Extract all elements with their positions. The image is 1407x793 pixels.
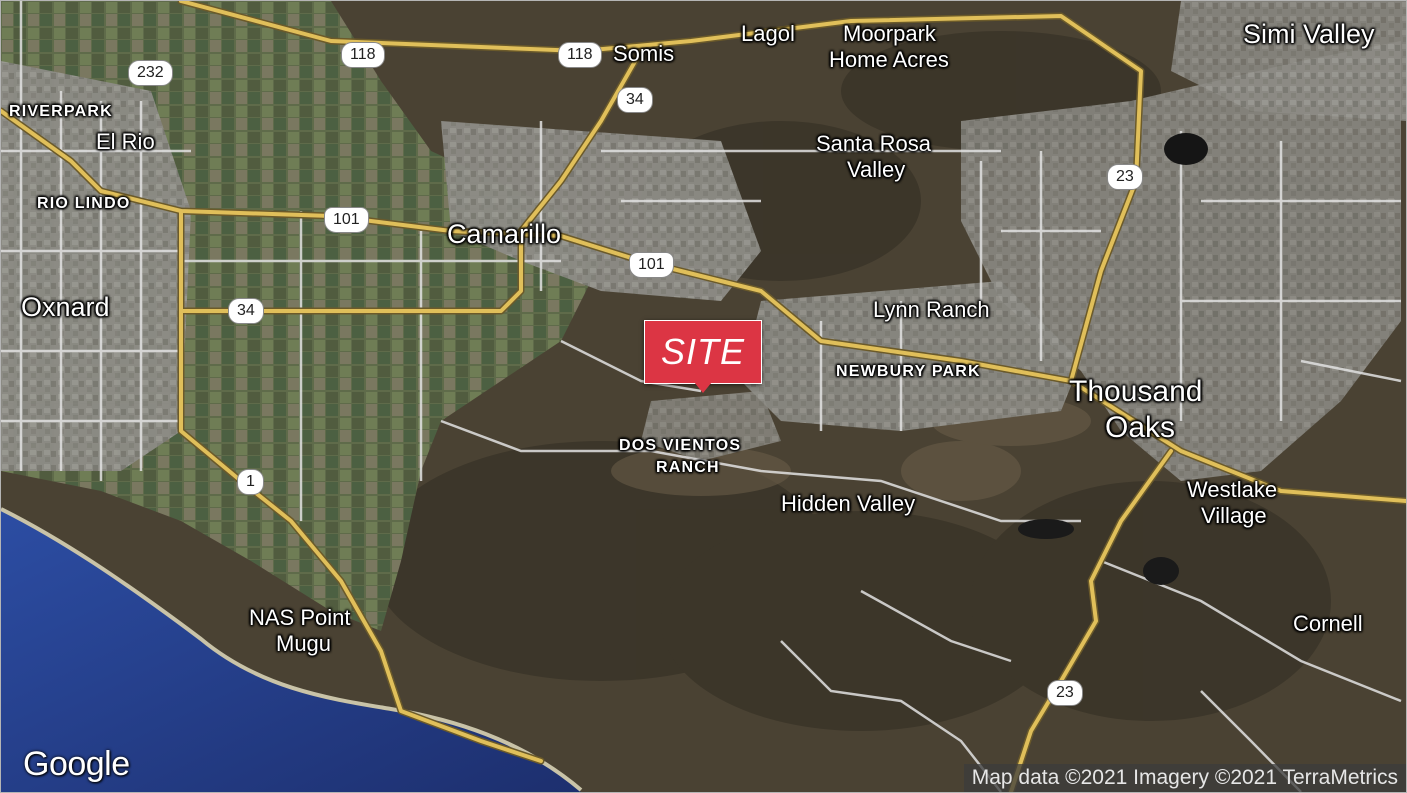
place-lynn-ranch: Lynn Ranch (873, 297, 990, 322)
place-westlake: Westlake (1187, 477, 1278, 502)
simi-urban (1171, 1, 1406, 121)
place-lagol: Lagol (741, 21, 795, 46)
google-logo[interactable]: Google (23, 745, 130, 783)
dos-vientos-urban (641, 391, 781, 461)
place-valley: Valley (847, 157, 906, 182)
lake (1143, 557, 1179, 585)
route-34-shield: 34 (228, 298, 264, 324)
place-home-acres: Home Acres (829, 47, 949, 72)
place-hidden-valley: Hidden Valley (781, 491, 916, 516)
us-101-shield: 101 (324, 207, 369, 233)
place-rio-lindo: RIO LINDO (37, 195, 131, 212)
place-cornell: Cornell (1293, 611, 1363, 636)
place-village: Village (1201, 503, 1267, 528)
lake (1164, 133, 1208, 165)
route-118-shield: 118 (341, 42, 385, 68)
lake (1018, 519, 1074, 539)
place-simi-valley: Simi Valley (1243, 19, 1375, 49)
place-oxnard: Oxnard (21, 292, 110, 322)
site-marker[interactable]: SITE (644, 320, 762, 393)
place-nas-point: NAS Point (249, 605, 351, 630)
place-santa-rosa: Santa Rosa (816, 131, 931, 156)
place-oaks: Oaks (1105, 411, 1176, 444)
place-mugu: Mugu (276, 631, 332, 656)
oxnard-urban (1, 61, 191, 471)
place-camarillo: Camarillo (447, 219, 562, 249)
route-23-shield: 23 (1047, 680, 1083, 706)
route-232-shield: 232 (128, 60, 173, 86)
place-riverpark: RIVERPARK (9, 103, 113, 120)
site-marker-box[interactable]: SITE (644, 320, 762, 384)
place-somis: Somis (613, 41, 675, 66)
route-34-shield: 34 (617, 87, 653, 113)
map-attribution[interactable]: Map data ©2021 Imagery ©2021 TerraMetric… (963, 764, 1406, 792)
route-23-shield: 23 (1107, 164, 1143, 190)
place-thousand: Thousand (1069, 375, 1203, 408)
site-label: SITE (660, 331, 745, 372)
us-101-shield: 101 (629, 252, 674, 278)
place-dos-vientos: DOS VIENTOS (619, 437, 742, 454)
beach (1, 507, 583, 792)
route-1-shield: 1 (237, 469, 264, 495)
place-el-rio: El Rio (96, 129, 155, 154)
place-ranch: RANCH (656, 459, 720, 476)
site-marker-pointer (694, 382, 712, 393)
route-118-shield: 118 (558, 42, 602, 68)
place-newbury-park: NEWBURY PARK (836, 363, 981, 380)
place-moorpark: Moorpark (843, 21, 936, 46)
